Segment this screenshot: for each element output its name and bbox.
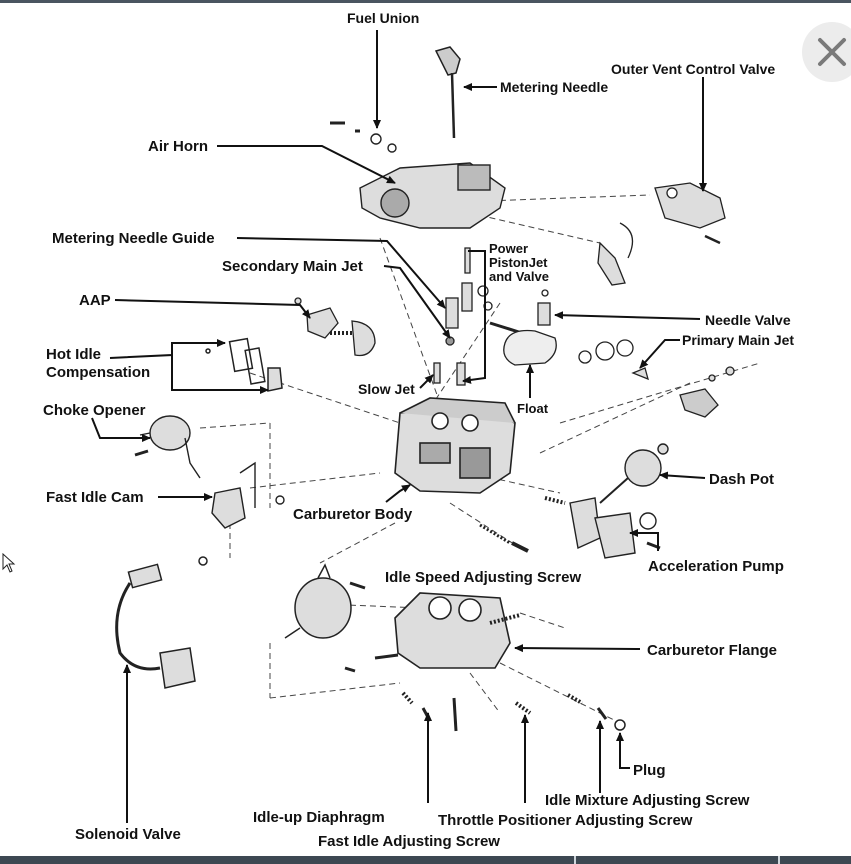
- image-viewer: Fuel Union Metering Needle Outer Vent Co…: [0, 3, 851, 856]
- close-button[interactable]: [802, 22, 851, 82]
- label-needle-valve: Needle Valve: [705, 312, 791, 328]
- aap-part: [294, 297, 376, 357]
- label-secondary-main-jet: Secondary Main Jet: [222, 258, 363, 275]
- callout-lines: [91, 30, 707, 823]
- fast-idle-cam-part: [211, 461, 285, 529]
- label-outer-vent-control-valve: Outer Vent Control Valve: [611, 61, 775, 77]
- label-dash-pot: Dash Pot: [709, 471, 774, 488]
- label-hot-idle-line2: Compensation: [46, 364, 150, 381]
- outer-vent-control-valve-part: [597, 182, 726, 286]
- label-choke-opener: Choke Opener: [43, 402, 146, 419]
- label-power-piston-line1: Power: [489, 241, 528, 256]
- label-metering-needle: Metering Needle: [500, 79, 608, 95]
- label-plug: Plug: [633, 762, 666, 779]
- label-idle-up-diaphragm: Idle-up Diaphragm: [253, 809, 385, 826]
- label-idle-speed-adjusting-screw: Idle Speed Adjusting Screw: [385, 569, 581, 586]
- label-solenoid-valve: Solenoid Valve: [75, 826, 181, 843]
- label-carburetor-flange: Carburetor Flange: [647, 642, 777, 659]
- close-icon: [818, 38, 846, 66]
- label-hot-idle-line1: Hot Idle: [46, 346, 101, 363]
- label-power-piston-line3: and Valve: [489, 269, 549, 284]
- idle-up-diaphragm-part: [284, 563, 366, 639]
- adjusting-screws-part: [401, 691, 626, 732]
- label-air-horn: Air Horn: [148, 138, 208, 155]
- carburetor-exploded-diagram: Fuel Union Metering Needle Outer Vent Co…: [43, 10, 794, 850]
- carburetor-flange-part: [344, 592, 521, 673]
- top-border: [0, 0, 851, 3]
- label-slow-jet: Slow Jet: [358, 381, 415, 397]
- toolbar-divider: [778, 856, 780, 864]
- label-primary-main-jet: Primary Main Jet: [682, 332, 794, 348]
- mouse-pointer-icon: [2, 553, 16, 573]
- primary-main-jet-part: [578, 339, 735, 418]
- acceleration-pump-part: [544, 496, 661, 559]
- label-fast-idle-cam: Fast Idle Cam: [46, 489, 144, 506]
- label-acceleration-pump: Acceleration Pump: [648, 558, 784, 575]
- air-horn-part: [330, 121, 506, 229]
- callout-labels: Fuel Union Metering Needle Outer Vent Co…: [43, 10, 794, 850]
- label-aap: AAP: [79, 292, 111, 309]
- label-carburetor-body: Carburetor Body: [293, 506, 413, 523]
- label-fuel-union: Fuel Union: [347, 10, 419, 26]
- needle-valve-part: [489, 302, 551, 335]
- solenoid-valve-part: [115, 556, 208, 689]
- label-power-piston-line2: PistonJet: [489, 255, 548, 270]
- label-idle-mixture-adjusting-screw: Idle Mixture Adjusting Screw: [545, 792, 750, 809]
- toolbar-divider: [574, 856, 576, 864]
- dash-pot-part: [599, 443, 669, 504]
- idle-speed-adjusting-screw-part: [479, 523, 529, 553]
- float-part: [503, 329, 557, 366]
- hot-idle-compensation-part: [205, 337, 283, 392]
- slow-jet-part: [433, 362, 466, 386]
- choke-opener-part: [134, 415, 201, 479]
- label-float: Float: [517, 401, 549, 416]
- label-metering-needle-guide: Metering Needle Guide: [52, 230, 215, 247]
- label-fast-idle-adjusting-screw: Fast Idle Adjusting Screw: [318, 833, 500, 850]
- bottom-toolbar: [0, 856, 851, 864]
- metering-needle-part: [434, 46, 461, 139]
- label-throttle-positioner-adjusting-screw: Throttle Positioner Adjusting Screw: [438, 812, 693, 829]
- metering-needle-guide-part: [445, 297, 459, 346]
- power-piston-part: [461, 247, 549, 312]
- carburetor-body-part: [394, 397, 516, 494]
